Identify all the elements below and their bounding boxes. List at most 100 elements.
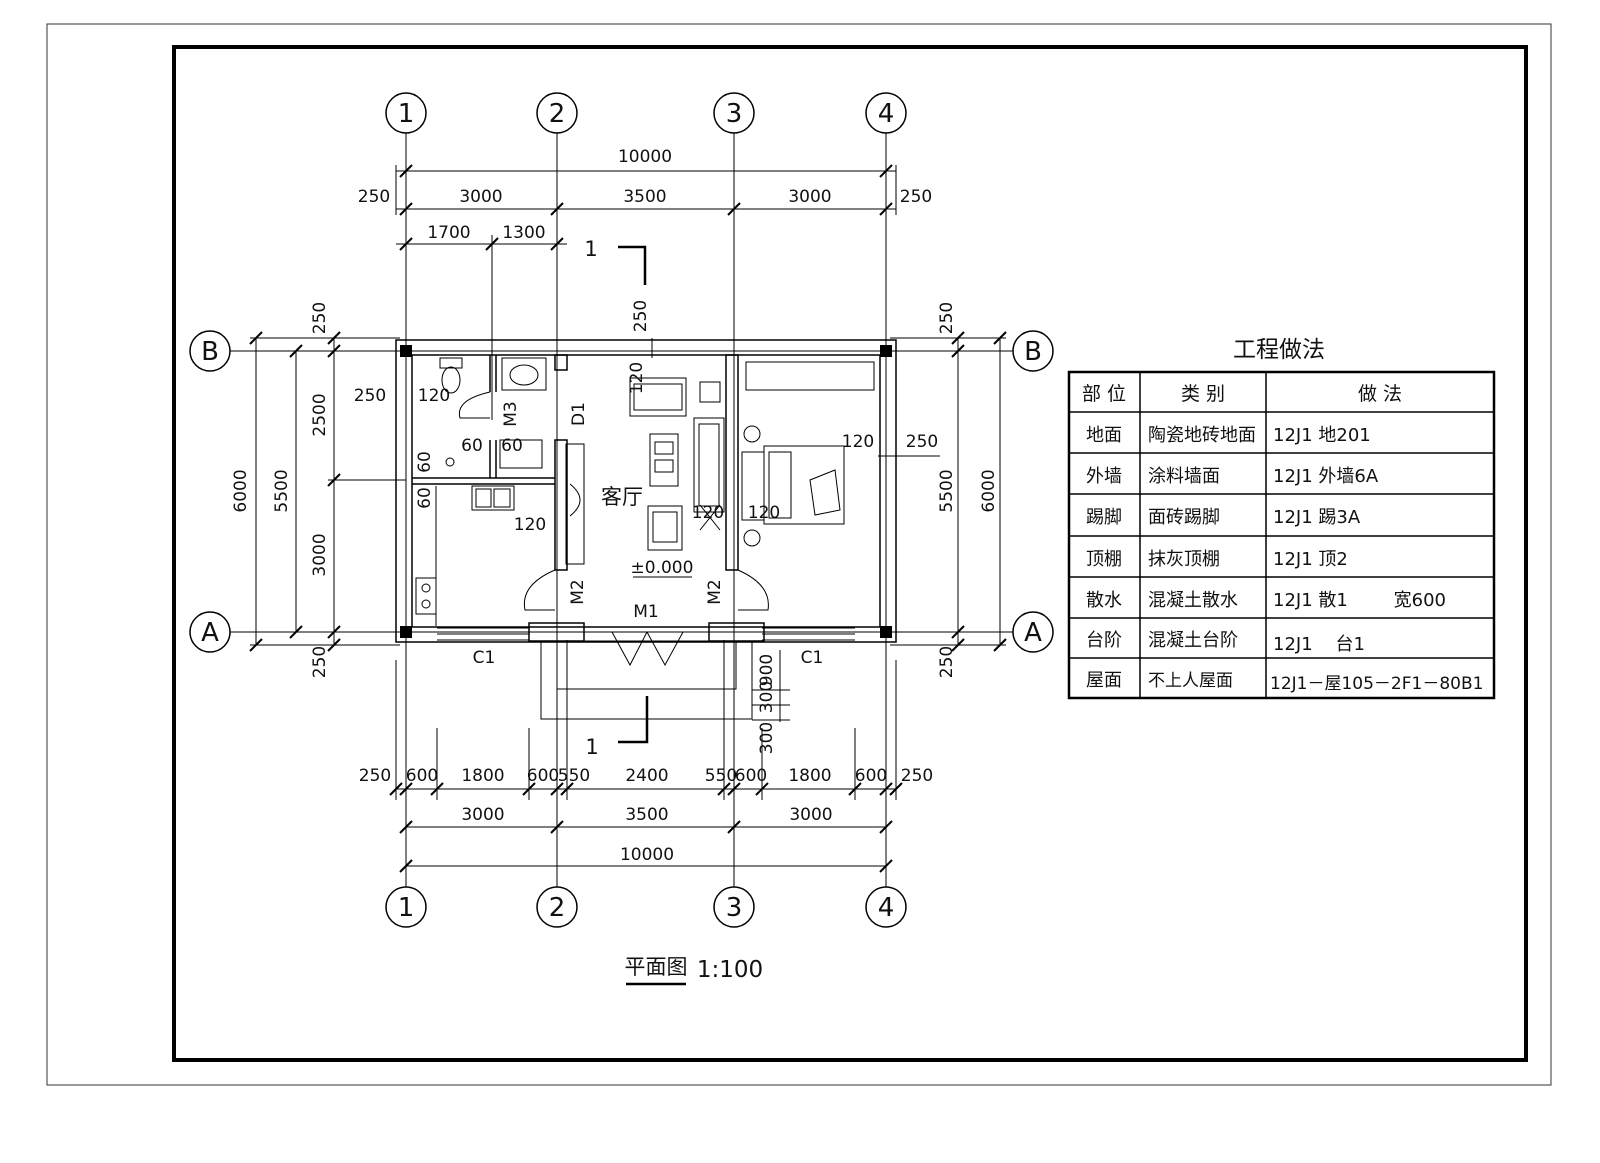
dim-120-living-a: 120 <box>627 362 647 394</box>
dim-step-300a: 300 <box>757 681 777 713</box>
dim-top-edge-right: 250 <box>900 187 932 207</box>
spec-header-part: 部 位 <box>1082 383 1126 405</box>
step-dimensions <box>752 650 790 722</box>
door-swings <box>458 391 769 611</box>
dim-120-bedroom-a: 120 <box>748 503 780 523</box>
svg-text:12J1－屋105－2F1－80B1: 12J1－屋105－2F1－80B1 <box>1270 674 1483 694</box>
svg-text:顶棚: 顶棚 <box>1086 549 1122 570</box>
kitchen-fixtures <box>415 485 515 626</box>
spec-table-header: 部 位 类 别 做 法 <box>1082 383 1402 405</box>
dim-left-lower: 3000 <box>310 533 330 576</box>
dim-top-sub-2: 1300 <box>502 223 545 243</box>
spec-table <box>1067 370 1496 700</box>
label-living-room: 客厅 <box>601 485 643 509</box>
grid-bubbles-rows: B A B A <box>189 330 1054 653</box>
svg-text:B: B <box>1024 337 1042 367</box>
dim-top-edge-left: 250 <box>358 187 390 207</box>
dim-bottom-250-right: 250 <box>901 766 933 786</box>
svg-text:3: 3 <box>726 99 743 129</box>
dim-bottom-600-c: 600 <box>735 766 767 786</box>
svg-text:2: 2 <box>549 893 566 923</box>
svg-text:陶瓷地砖地面: 陶瓷地砖地面 <box>1148 425 1256 446</box>
dim-60-b: 60 <box>501 436 523 456</box>
spec-table-row: 踢脚 面砖踢脚 12J1 踢3A <box>1086 507 1361 528</box>
dim-bottom-bay-1: 3000 <box>461 805 504 825</box>
dim-top-inner: 250 <box>631 300 651 332</box>
section-mark-bottom: 1 <box>585 696 649 759</box>
grid-bubble-B-right: B <box>1012 330 1054 372</box>
grid-bubble-3-top: 3 <box>713 92 755 134</box>
grid-bubble-A-left: A <box>189 611 231 653</box>
svg-text:外墙: 外墙 <box>1086 466 1122 487</box>
stove-icon <box>415 577 437 615</box>
svg-text:2: 2 <box>549 99 566 129</box>
dim-left-total: 6000 <box>231 469 251 512</box>
dim-120-bedroom-b: 120 <box>842 432 874 452</box>
spec-table-row: 散水 混凝土散水 12J1 散1 宽600 <box>1086 590 1446 611</box>
structural-columns <box>400 345 892 638</box>
label-c1-right: C1 <box>801 648 824 668</box>
spec-table-row: 地面 陶瓷地砖地面 12J1 地201 <box>1086 425 1371 446</box>
grid-bubble-2-bottom: 2 <box>536 886 578 928</box>
plan-title: 平面图 1:100 <box>625 955 763 986</box>
dim-left-mid: 5500 <box>272 469 292 512</box>
dim-bottom-250-left: 250 <box>359 766 391 786</box>
section-mark-top: 1 <box>584 237 647 285</box>
dim-120-kitchen: 120 <box>514 515 546 535</box>
dim-bottom-total: 10000 <box>620 845 674 865</box>
dim-bottom-2400: 2400 <box>625 766 668 786</box>
washbasin-icon <box>501 357 547 391</box>
dim-top-sub-1: 1700 <box>427 223 470 243</box>
spec-header-category: 类 别 <box>1181 383 1225 405</box>
dim-right-total: 6000 <box>979 469 999 512</box>
svg-text:12J1 台1: 12J1 台1 <box>1273 634 1365 655</box>
svg-text:4: 4 <box>878 99 895 129</box>
living-room-furniture <box>565 377 725 565</box>
svg-text:B: B <box>201 337 219 367</box>
dim-left-edge-bottom: 250 <box>310 646 330 678</box>
svg-text:地面: 地面 <box>1086 425 1122 446</box>
grid-bubble-1-top: 1 <box>385 92 427 134</box>
svg-text:混凝土散水: 混凝土散水 <box>1148 590 1238 611</box>
svg-text:抹灰顶棚: 抹灰顶棚 <box>1148 549 1220 570</box>
label-m2-left: M2 <box>568 579 588 604</box>
label-m1: M1 <box>633 602 658 622</box>
svg-text:A: A <box>201 618 219 648</box>
front-wall-openings <box>437 622 855 720</box>
dim-bottom-bay-2: 3500 <box>625 805 668 825</box>
coffee-table-icon <box>649 433 679 487</box>
dim-top-bay-2: 3500 <box>623 187 666 207</box>
dim-bottom-550-b: 550 <box>705 766 737 786</box>
svg-text:4: 4 <box>878 893 895 923</box>
floor-drain-icon <box>445 457 455 467</box>
spec-table-title: 工程做法 <box>1233 337 1325 363</box>
dim-right-edge-top: 250 <box>937 302 957 334</box>
grid-bubble-3-bottom: 3 <box>713 886 755 928</box>
svg-text:散水: 散水 <box>1086 590 1122 611</box>
spec-table-row: 顶棚 抹灰顶棚 12J1 顶2 <box>1086 549 1348 570</box>
dim-bottom-600-d: 600 <box>855 766 887 786</box>
dim-60-d: 60 <box>415 487 435 509</box>
dim-60-c: 60 <box>415 451 435 473</box>
bathroom-fixtures <box>439 357 547 469</box>
dim-right-inner: 250 <box>906 432 938 452</box>
left-dimensions <box>249 331 406 652</box>
svg-text:12J1 地201: 12J1 地201 <box>1273 425 1371 446</box>
spec-table-row: 外墙 涂料墙面 12J1 外墙6A <box>1086 466 1379 487</box>
dim-right-edge-bottom: 250 <box>937 646 957 678</box>
dim-right-mid: 5500 <box>937 469 957 512</box>
svg-text:1: 1 <box>584 237 597 261</box>
svg-text:面砖踢脚: 面砖踢脚 <box>1148 507 1220 528</box>
grid-bubble-4-bottom: 4 <box>865 886 907 928</box>
label-c1-left: C1 <box>473 648 496 668</box>
outer-border <box>46 23 1552 1086</box>
spec-header-method: 做 法 <box>1358 383 1402 405</box>
svg-text:12J1 踢3A: 12J1 踢3A <box>1273 507 1361 528</box>
svg-text:屋面: 屋面 <box>1086 670 1122 691</box>
kitchen-sink-icon <box>471 485 515 511</box>
spec-table-row: 屋面 不上人屋面 12J1－屋105－2F1－80B1 <box>1086 670 1483 694</box>
dim-top-bay-3: 3000 <box>788 187 831 207</box>
drawing-frame <box>172 45 1528 1062</box>
svg-text:踢脚: 踢脚 <box>1086 507 1122 528</box>
